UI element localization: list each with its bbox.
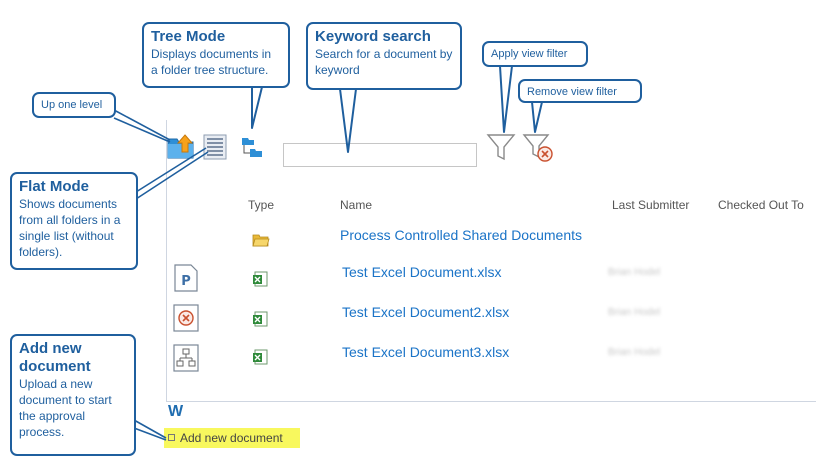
column-header-checked-out-to[interactable]: Checked Out To	[718, 198, 804, 212]
add-new-document-link[interactable]: Add new document	[164, 428, 300, 448]
remove-filter-icon[interactable]	[522, 132, 556, 164]
flat-mode-callout: Flat Mode Shows documents from all folde…	[10, 172, 138, 270]
callout-description: Up one level	[41, 99, 103, 111]
callout-description: Shows documents from all folders in a si…	[19, 197, 121, 259]
add-bullet-icon	[168, 434, 175, 441]
callout-title: Flat Mode	[19, 178, 89, 195]
callout-title: Tree Mode	[151, 28, 226, 45]
published-icon: P	[173, 264, 199, 292]
flat-list-icon[interactable]	[203, 134, 227, 160]
rejected-icon	[173, 304, 199, 332]
svg-text:P: P	[181, 274, 191, 289]
excel-file-icon	[252, 271, 268, 287]
callout-description: Upload a new document to start the appro…	[19, 377, 112, 439]
last-submitter-value: Brian Hodel	[608, 267, 661, 278]
column-header-type[interactable]: Type	[248, 198, 275, 212]
up-one-level-callout: Up one level	[32, 92, 116, 118]
keyword-search-callout: Keyword search Search for a document by …	[306, 22, 462, 90]
document-link[interactable]: Test Excel Document2.xlsx	[342, 304, 510, 320]
document-link[interactable]: Test Excel Document3.xlsx	[342, 344, 510, 360]
excel-file-icon	[252, 311, 268, 327]
callout-description: Remove view filter	[527, 86, 617, 98]
document-link[interactable]: Test Excel Document.xlsx	[342, 264, 502, 280]
last-submitter-value: Brian Hodel	[608, 347, 661, 358]
web-part-letter: W	[168, 403, 184, 420]
folder-link[interactable]: Process Controlled Shared Documents	[340, 227, 583, 243]
folder-up-icon[interactable]	[167, 132, 195, 160]
callout-description: Search for a document by keyword	[315, 47, 453, 77]
column-header-name[interactable]: Name	[340, 198, 373, 212]
callout-description: Displays documents in a folder tree stru…	[151, 47, 272, 77]
callout-description: Apply view filter	[491, 48, 568, 60]
panel-divider	[166, 401, 816, 402]
column-header-last-submitter[interactable]: Last Submitter	[612, 198, 690, 212]
folder-open-icon	[252, 232, 270, 248]
last-submitter-value: Brian Hodel	[608, 307, 661, 318]
filter-funnel-icon[interactable]	[486, 132, 516, 162]
keyword-search-input[interactable]	[283, 143, 477, 167]
remove-filter-callout: Remove view filter	[518, 79, 642, 103]
apply-filter-callout: Apply view filter	[482, 41, 588, 67]
add-new-document-label: Add new document	[180, 431, 283, 445]
document-list-panel	[166, 120, 816, 402]
add-new-document-callout: Add new document Upload a new document t…	[10, 334, 136, 456]
folder-tree-icon[interactable]	[240, 136, 264, 160]
excel-file-icon	[252, 349, 268, 365]
workflow-icon	[173, 344, 199, 372]
callout-title: Keyword search	[315, 28, 431, 45]
tree-mode-callout: Tree Mode Displays documents in a folder…	[142, 22, 290, 88]
callout-title: Add new document	[19, 340, 91, 375]
